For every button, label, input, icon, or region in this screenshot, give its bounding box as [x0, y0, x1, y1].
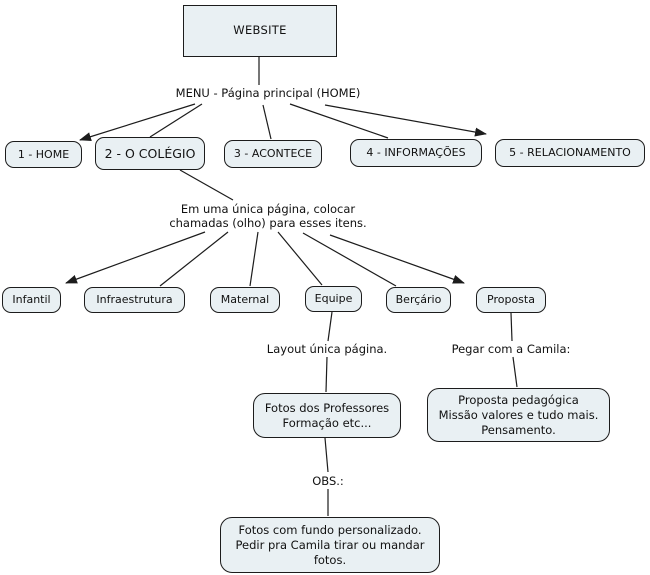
edge-menu-acontece — [262, 104, 272, 140]
edge-unica-infantil — [65, 231, 206, 284]
node-home[interactable]: 1 - HOME — [5, 141, 82, 168]
edge-unica-bercario — [302, 232, 397, 287]
edge-menu-informacoes — [289, 103, 389, 139]
link-label-menu[interactable]: MENU - Página principal (HOME) — [175, 86, 361, 100]
edge-fotosprofessores-obs — [324, 437, 329, 473]
node-informacoes[interactable]: 4 - INFORMAÇÕES — [350, 139, 482, 167]
node-fotos-dos-professores[interactable]: Fotos dos Professores Formação etc... — [253, 393, 401, 438]
edge-unica-proposta — [329, 234, 465, 284]
edge-layout-fotosprofessores — [325, 356, 328, 393]
link-label-layout-unica-pagina[interactable]: Layout única página. — [266, 342, 388, 356]
node-fotos-fundo-personalizado[interactable]: Fotos com fundo personalizado. Pedir pra… — [220, 517, 440, 573]
node-infantil[interactable]: Infantil — [2, 287, 61, 313]
edge-menu-home — [79, 103, 196, 142]
node-equipe[interactable]: Equipe — [305, 286, 362, 312]
link-label-pegar-com-camila[interactable]: Pegar com a Camila: — [451, 342, 571, 356]
node-proposta[interactable]: Proposta — [476, 287, 546, 313]
edge-unica-maternal — [249, 231, 259, 287]
edge-proposta-pegar — [510, 312, 513, 342]
node-website[interactable]: WEBSITE — [183, 5, 337, 57]
node-infraestrutura[interactable]: Infraestrutura — [84, 287, 185, 313]
node-proposta-pedagogica[interactable]: Proposta pedagógica Missão valores e tud… — [427, 388, 610, 442]
link-label-unica-pagina[interactable]: Em uma única página, colocar chamadas (o… — [169, 202, 367, 230]
edge-colegio-unica — [179, 169, 234, 201]
edge-unica-infraestrutura — [159, 231, 229, 287]
node-maternal[interactable]: Maternal — [210, 287, 280, 313]
edge-pegar-propostapedagogica — [512, 356, 518, 388]
edge-unica-equipe — [277, 231, 323, 286]
node-bercario[interactable]: Berçário — [386, 287, 451, 313]
node-relacionamento[interactable]: 5 - RELACIONAMENTO — [495, 139, 645, 167]
node-o-colegio[interactable]: 2 - O COLÉGIO — [95, 137, 205, 170]
link-label-obs[interactable]: OBS.: — [312, 474, 344, 488]
edge-menu-colegio — [149, 103, 203, 138]
edge-equipe-layout — [327, 311, 333, 342]
edge-menu-relacionamento — [324, 104, 487, 137]
node-acontece[interactable]: 3 - ACONTECE — [224, 140, 322, 168]
